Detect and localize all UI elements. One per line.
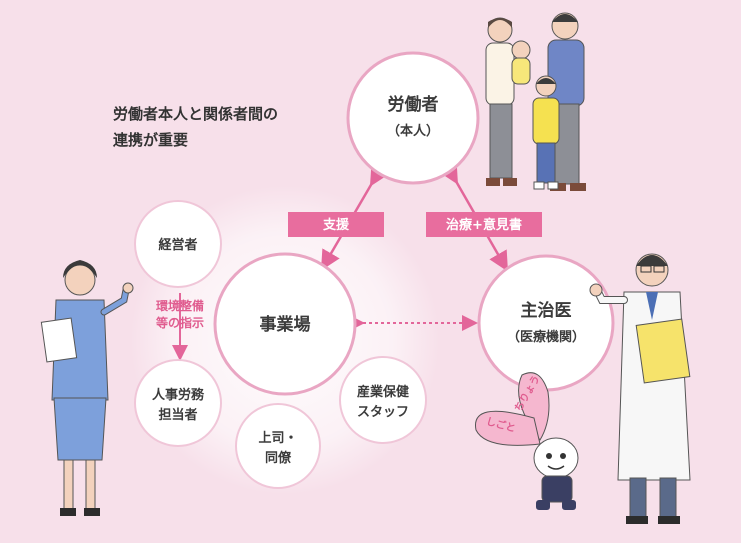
manager-label: 経営者	[158, 237, 197, 253]
doctor-circle	[477, 254, 615, 392]
boss-circle	[235, 403, 321, 489]
hr-label-line2: 担当者	[158, 407, 197, 423]
worker-circle	[346, 51, 480, 185]
instruction-line1: 環境整備	[156, 298, 204, 313]
manager-circle	[134, 200, 222, 288]
worker-title: 労働者	[388, 94, 439, 115]
treatment-tag-label: 治療+意見書	[446, 217, 522, 233]
manager-woman-illustration	[40, 260, 134, 516]
support-tag	[288, 212, 384, 237]
health-staff-label-line2: スタッフ	[357, 405, 409, 420]
boss-label-line1: 上司・	[258, 431, 297, 446]
hr-circle	[134, 359, 222, 447]
treatment-tag	[426, 212, 542, 237]
doctor-title: 主治医	[521, 300, 572, 321]
rabbit-mascot-illustration	[475, 372, 579, 510]
health-staff-label-line1: 産業保健	[357, 384, 409, 400]
hr-label-line1: 人事労務	[152, 387, 205, 403]
support-tag-label: 支援	[322, 217, 350, 233]
doctor-illustration	[589, 253, 691, 524]
workplace-circle	[213, 252, 357, 396]
worker-subtitle: （本人）	[387, 123, 439, 139]
boss-label-line2: 同僚	[265, 450, 292, 466]
tagline-line1: 労働者本人と関係者間の	[113, 105, 278, 123]
instruction-line2: 等の指示	[155, 315, 204, 330]
family-illustration	[485, 12, 586, 191]
health-staff-circle	[339, 356, 427, 444]
doctor-subtitle: （医療機関）	[507, 329, 585, 345]
tagline-line2: 連携が重要	[113, 131, 188, 149]
workplace-title: 事業場	[260, 314, 311, 335]
